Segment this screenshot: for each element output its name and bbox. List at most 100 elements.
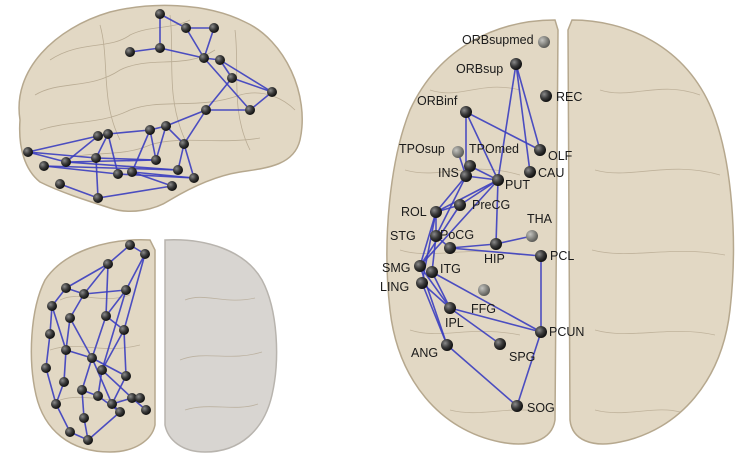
lateral-edge [107, 129, 151, 135]
frontal-node [79, 289, 89, 299]
lateral-node [245, 105, 255, 115]
lateral-node [91, 153, 101, 163]
axial-edge-ipl-pcun [449, 307, 542, 333]
frontal-node [121, 371, 131, 381]
lateral-edge [131, 129, 151, 173]
axial-edge-orbsup-put [497, 63, 517, 181]
lateral-edge [27, 151, 97, 159]
axial-edge-pocg-pcl [449, 247, 542, 257]
frontal-node [65, 313, 75, 323]
axial-node-sog [511, 400, 523, 412]
axial-node-orbsupmed [538, 36, 550, 48]
axial-node-tha [526, 230, 538, 242]
frontal-edge [105, 263, 109, 317]
frontal-node [119, 325, 129, 335]
lateral-node [113, 169, 123, 179]
frontal-node [59, 377, 69, 387]
frontal-edge [101, 289, 127, 371]
axial-edge-itg-ipl [431, 271, 451, 309]
lateral-node [125, 47, 135, 57]
lateral-node [55, 179, 65, 189]
frontal-node [47, 301, 57, 311]
axial-node-pocg [444, 242, 456, 254]
lateral-edge [183, 143, 195, 179]
axial-edge-ins-rol [435, 175, 467, 213]
lateral-node [103, 129, 113, 139]
frontal-edge [55, 403, 71, 433]
label-tha: THA [527, 212, 553, 226]
axial-edge-ling-ipl [421, 282, 451, 309]
network-edges [27, 13, 542, 441]
lateral-brain-surface [18, 4, 303, 213]
label-orbinf: ORBinf [417, 94, 458, 108]
axial-edge-itg-pcun [431, 271, 542, 333]
frontal-node [121, 285, 131, 295]
label-sog: SOG [527, 401, 555, 415]
label-tpomed: TPOmed [469, 142, 519, 156]
label-ins: INS [438, 166, 459, 180]
frontal-node [115, 407, 125, 417]
lateral-edge [27, 135, 99, 153]
region-labels: ORBsupmed ORBsup REC ORBinf OLF TPOsup T… [380, 33, 584, 415]
axial-edge-pocg-hip [449, 243, 497, 249]
lateral-edge [185, 27, 205, 59]
lateral-cortical-folds [34, 14, 296, 161]
label-orbsupmed: ORBsupmed [462, 33, 534, 47]
lateral-node [93, 193, 103, 203]
label-ffg: FFG [471, 302, 496, 316]
axial-node-ang [441, 339, 453, 351]
frontal-edge [51, 305, 67, 351]
frontal-node [103, 259, 113, 269]
lateral-node [179, 139, 189, 149]
frontal-edge [87, 411, 121, 441]
lateral-edge [205, 77, 233, 111]
frontal-edge [101, 329, 125, 371]
label-spg: SPG [509, 350, 535, 364]
axial-node-put [492, 174, 504, 186]
axial-node-orbinf [460, 106, 472, 118]
lateral-edge [165, 109, 207, 127]
frontal-edge [83, 289, 127, 295]
label-itg: ITG [440, 262, 461, 276]
frontal-node [141, 405, 151, 415]
lateral-node [39, 161, 49, 171]
axial-node-orbsup [510, 58, 522, 70]
axial-node-stg [430, 230, 442, 242]
frontal-node [45, 329, 55, 339]
axial-edge-orbinf-olf [465, 111, 541, 151]
lateral-node [199, 53, 209, 63]
axial-node-ffg [478, 284, 490, 296]
axial-node-hip [490, 238, 502, 250]
frontal-node [41, 363, 51, 373]
lateral-edge [27, 151, 67, 163]
axial-edge-rol-ling [421, 211, 437, 284]
label-pcl: PCL [550, 249, 574, 263]
frontal-node [61, 283, 71, 293]
lateral-node [267, 87, 277, 97]
lateral-node [189, 173, 199, 183]
label-tposup: TPOsup [399, 142, 445, 156]
frontal-node [135, 393, 145, 403]
frontal-edge [69, 317, 93, 359]
axial-node-cau [524, 166, 536, 178]
lateral-edge [97, 185, 173, 199]
label-ang: ANG [411, 346, 438, 360]
lateral-edge [149, 129, 157, 161]
axial-node-smg [414, 260, 426, 272]
frontal-right-hemisphere [164, 239, 278, 453]
frontal-edge [45, 367, 57, 405]
axial-node-olf [534, 144, 546, 156]
lateral-node [227, 73, 237, 83]
lateral-node [173, 165, 183, 175]
lateral-node [155, 9, 165, 19]
label-olf: OLF [548, 149, 573, 163]
label-smg: SMG [382, 261, 410, 275]
lateral-edge [65, 159, 157, 163]
frontal-edge [81, 357, 93, 391]
axial-edge-ling-ang [421, 282, 448, 346]
frontal-edge [45, 333, 51, 369]
axial-node-tpomed [464, 160, 476, 172]
label-rec: REC [556, 90, 582, 104]
frontal-node [107, 399, 117, 409]
lateral-edge [65, 135, 99, 163]
